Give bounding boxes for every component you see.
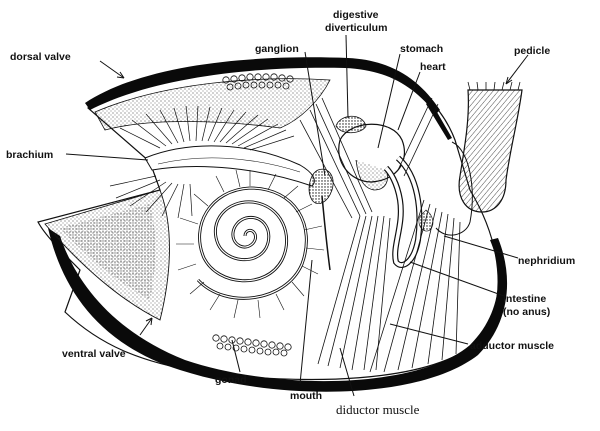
- label-stomach: stomach: [400, 43, 443, 55]
- gonad-top: [222, 73, 294, 91]
- label-diductor-muscle: diductor muscle: [336, 402, 420, 417]
- label-pedicle: pedicle: [514, 45, 550, 57]
- label-digestive-line1: digestive: [333, 9, 379, 21]
- upper-mantle: [94, 78, 331, 131]
- pedicle-stalk: [458, 89, 523, 213]
- muscle-bands: [299, 97, 461, 373]
- pedicle-base: [435, 141, 473, 236]
- spiral-tentacles: [176, 169, 325, 319]
- label-heart: heart: [420, 61, 446, 73]
- lower-mantle-shade: [60, 204, 156, 300]
- digestive-sac: [355, 159, 388, 191]
- label-mouth: mouth: [290, 390, 322, 402]
- label-brachium: brachium: [6, 149, 53, 161]
- label-dorsal-valve: dorsal valve: [10, 51, 71, 63]
- label-intestine-line1: intestine: [503, 293, 546, 305]
- pedicle-fringe: [467, 81, 521, 91]
- dorsal-valve-shell: [85, 57, 440, 114]
- nephridium-organ: [418, 209, 434, 232]
- label-gonad: gonad: [215, 374, 247, 386]
- oesophagus: [321, 195, 331, 271]
- label-ventral-valve: ventral valve: [62, 348, 126, 360]
- label-intestine-line2: (no anus): [503, 306, 550, 318]
- gonad-bottom: [212, 334, 292, 357]
- dorsal-valve-tip: [426, 100, 452, 140]
- lophophore-spiral: [196, 186, 308, 300]
- label-nephridium: nephridium: [518, 255, 575, 267]
- label-ganglion: ganglion: [255, 43, 299, 55]
- digestive-diverticulum-organ: [335, 115, 367, 134]
- upper-tentacles: [109, 105, 295, 219]
- label-adductor-muscle: adductor muscle: [470, 340, 554, 352]
- label-digestive-line2: diverticulum: [325, 22, 387, 34]
- ventral-valve-shell: [48, 228, 508, 392]
- leader-lines: [65, 34, 529, 397]
